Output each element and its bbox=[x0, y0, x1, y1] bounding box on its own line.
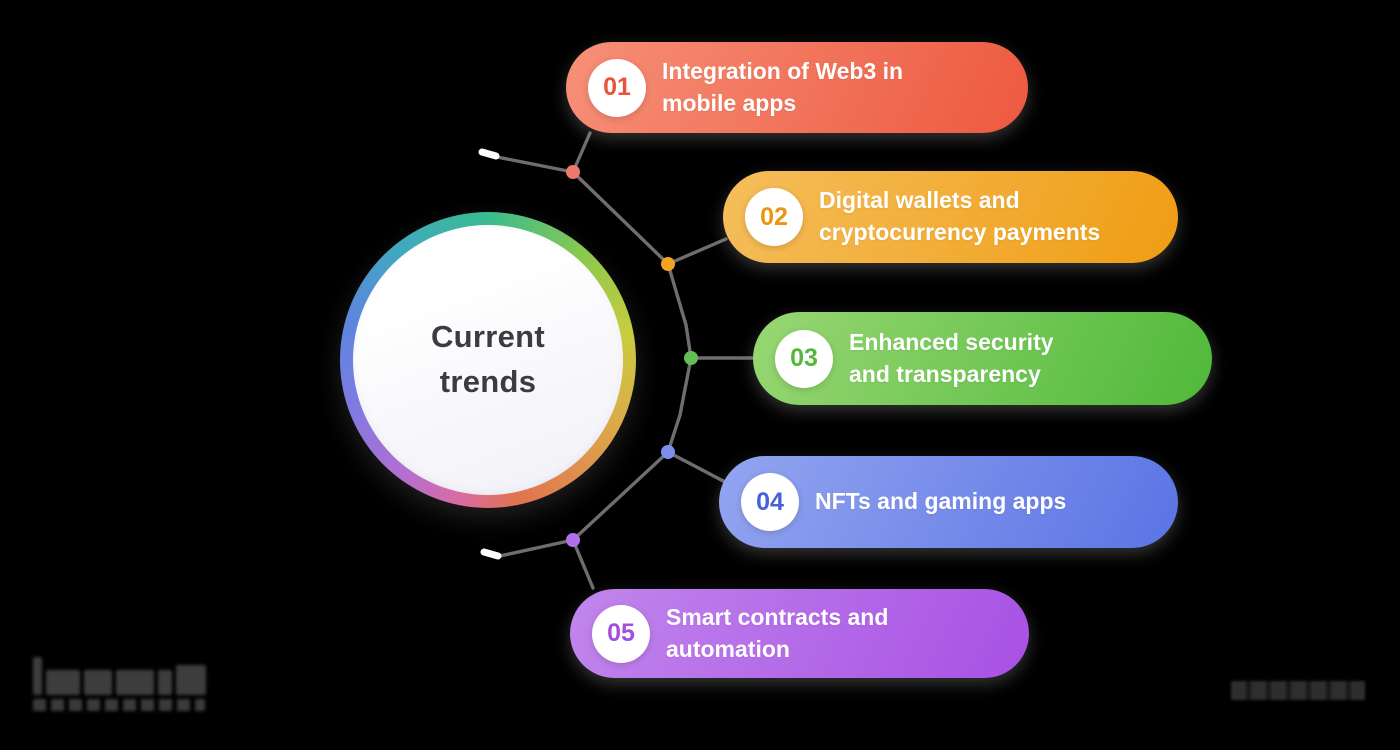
trend-number-badge: 04 bbox=[741, 473, 799, 531]
watermark-logo-left bbox=[33, 657, 209, 711]
trend-pill-3: 03 Enhanced security and transparency bbox=[753, 312, 1212, 405]
trend-pill-2: 02 Digital wallets and cryptocurrency pa… bbox=[723, 171, 1178, 263]
connector-line-dot2-to-dot3 bbox=[666, 262, 693, 360]
connector-line-tick-to-dot1 bbox=[495, 155, 575, 174]
trend-pill-1: 01 Integration of Web3 in mobile apps bbox=[566, 42, 1028, 133]
trend-pill-5: 05 Smart contracts and automation bbox=[570, 589, 1029, 678]
trend-number-badge: 05 bbox=[592, 604, 650, 663]
connector-dot-4 bbox=[661, 445, 675, 459]
trend-label: Smart contracts and automation bbox=[666, 603, 889, 662]
connector-line-dot4-to-pill4 bbox=[666, 450, 729, 485]
trend-number-badge: 03 bbox=[775, 329, 833, 388]
trend-pill-4: 04 NFTs and gaming apps bbox=[719, 456, 1178, 548]
connector-line-dot3-to-dot4 bbox=[666, 356, 693, 454]
watermark-logo-wordmark bbox=[33, 657, 209, 695]
trend-number-badge: 02 bbox=[745, 188, 803, 246]
connector-dot-5 bbox=[566, 533, 580, 547]
trend-number-badge: 01 bbox=[588, 58, 646, 117]
connector-end-tick-bottom bbox=[480, 548, 502, 560]
connector-line-dot1-to-pill1 bbox=[571, 131, 592, 174]
trend-label: Enhanced security and transparency bbox=[849, 328, 1054, 387]
watermark-text-right bbox=[1231, 681, 1365, 700]
watermark-logo-tagline bbox=[33, 699, 205, 711]
center-circle: Current trends bbox=[353, 225, 623, 495]
connector-line-dot5-to-tick bbox=[498, 538, 575, 558]
diagram-title: Current trends bbox=[430, 319, 546, 399]
connector-line-dot5-to-pill5 bbox=[571, 538, 595, 590]
trend-label: Digital wallets and cryptocurrency payme… bbox=[819, 187, 1101, 245]
connector-dot-2 bbox=[661, 257, 675, 271]
trend-label: NFTs and gaming apps bbox=[815, 488, 1067, 515]
connector-line-dot2-to-pill2 bbox=[666, 237, 728, 266]
trend-label: Integration of Web3 in mobile apps bbox=[662, 57, 904, 116]
center-circle-ring: Current trends bbox=[340, 212, 636, 508]
connector-end-tick-top bbox=[478, 148, 500, 160]
connector-dot-1 bbox=[566, 165, 580, 179]
connector-dot-3 bbox=[684, 351, 698, 365]
